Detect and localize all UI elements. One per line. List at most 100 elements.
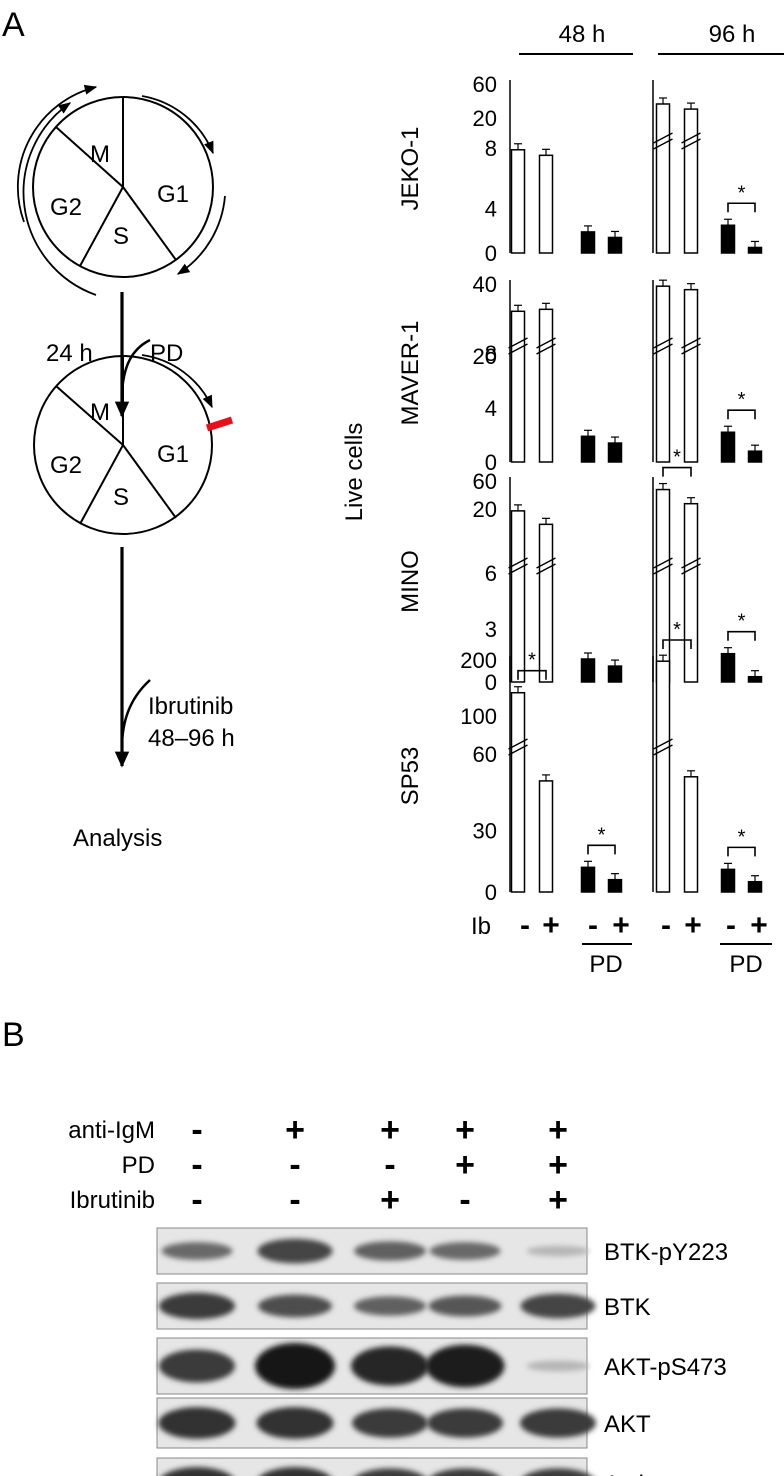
tick-label: 8: [485, 136, 497, 161]
bar: [747, 880, 763, 893]
axis-break-mark: [536, 557, 556, 569]
significance-bracket: [727, 630, 756, 641]
panel-b-label: B: [2, 1016, 25, 1054]
tick-label: 60: [473, 72, 497, 97]
arrow-pd-branch: [120, 338, 151, 413]
bar: [720, 431, 736, 463]
treatment-sign: -: [459, 1181, 470, 1219]
panel-name: JEKO-1: [397, 126, 424, 210]
tick-label: 3: [485, 617, 497, 642]
treatment-sign: -: [289, 1181, 300, 1219]
significance-mark: *: [673, 619, 681, 641]
phase-label-g1-2: G1: [157, 441, 189, 468]
tick-label: 8: [485, 341, 497, 366]
blot-row-label: AKT: [604, 1411, 651, 1438]
bar: [510, 691, 526, 893]
bar: [720, 652, 736, 683]
significance-mark: *: [738, 826, 746, 848]
bar: [607, 878, 623, 893]
tick-label: 0: [485, 241, 497, 266]
bar: [538, 154, 554, 254]
axis-break-mark: [508, 557, 528, 569]
axis-break-mark: [508, 343, 528, 355]
bar: [538, 523, 554, 683]
tick-label: 200: [460, 648, 497, 673]
blot-band: [159, 1349, 235, 1383]
axis-break-mark: [508, 337, 528, 349]
bar: [720, 868, 736, 893]
arrow-ibrutinib-branch: [120, 679, 151, 763]
blot-band: [256, 1407, 334, 1439]
significance-mark: *: [738, 389, 746, 411]
axis-break-mark: [681, 563, 701, 575]
phase-label-g2: G2: [50, 194, 82, 221]
significance-bracket: [662, 466, 692, 477]
significance-bracket: [587, 844, 616, 855]
g1-arrest-marker: [205, 416, 234, 432]
significance-bracket: [727, 409, 756, 420]
y-axis-label: Live cells: [341, 423, 368, 522]
blot-band: [354, 1296, 426, 1316]
tick-label: 40: [473, 272, 497, 297]
significance-mark: *: [673, 447, 681, 469]
western-blot: anti-IgM-++++PD---++Ibrutinib--+-+BTK-pY…: [68, 1111, 728, 1476]
bar: [580, 435, 596, 463]
bar: [538, 780, 554, 893]
bar: [607, 236, 623, 254]
blot-band: [255, 1343, 335, 1389]
axis-break-mark: [653, 138, 673, 150]
axis-break-mark: [681, 557, 701, 569]
step2-time-label: 48–96 h: [148, 725, 235, 752]
axis-break-mark: [653, 563, 673, 575]
phase-label-g1: G1: [157, 181, 189, 208]
significance-mark: *: [738, 182, 746, 204]
bar: [510, 149, 526, 254]
tick-label: 6: [485, 561, 497, 586]
treatment-row: Ibrutinib--+-+: [70, 1181, 568, 1219]
bar: [720, 224, 736, 254]
panel-name: SP53: [397, 747, 424, 806]
axis-break-mark: [653, 557, 673, 569]
treatment-row: PD---++: [122, 1146, 568, 1184]
bar: [747, 675, 763, 683]
treatment-sign: +: [285, 1111, 305, 1149]
blot-strip: BTK: [156, 1282, 651, 1330]
bar: [655, 488, 671, 683]
blot-row-label: Actin: [604, 1471, 657, 1476]
treatment-sign: +: [380, 1181, 400, 1219]
bar: [683, 108, 699, 254]
ib-sign: +: [612, 909, 630, 942]
blot-band: [352, 1408, 428, 1438]
axis-break-mark: [508, 563, 528, 575]
blot-band: [158, 1407, 236, 1439]
significance-mark: *: [528, 650, 536, 672]
blot-band: [161, 1242, 233, 1260]
bar: [538, 308, 554, 463]
bar: [607, 442, 623, 463]
blot-band: [260, 1467, 330, 1476]
treatment-label: Ibrutinib: [70, 1187, 155, 1214]
ib-sign: +: [684, 909, 702, 942]
phase-label-s-2: S: [113, 484, 129, 511]
tick-label: 0: [485, 880, 497, 905]
blot-row-label: BTK-pY223: [604, 1239, 728, 1266]
blot-band: [427, 1408, 503, 1438]
blot-band: [526, 1245, 590, 1257]
tick-label: 20: [473, 106, 497, 131]
phase-label-m-2: M: [90, 399, 110, 426]
phase-label-g2-2: G2: [50, 452, 82, 479]
treatment-sign: +: [548, 1146, 568, 1184]
blot-band: [425, 1344, 505, 1388]
significance-bracket: [662, 639, 692, 649]
blot-band: [257, 1238, 333, 1264]
blot-band: [428, 1295, 502, 1317]
blot-band: [258, 1294, 332, 1318]
significance-bracket: [727, 202, 756, 213]
blot-row-label: AKT-pS473: [604, 1354, 727, 1381]
treatment-sign: -: [191, 1111, 202, 1149]
axis-break-mark: [508, 744, 528, 756]
